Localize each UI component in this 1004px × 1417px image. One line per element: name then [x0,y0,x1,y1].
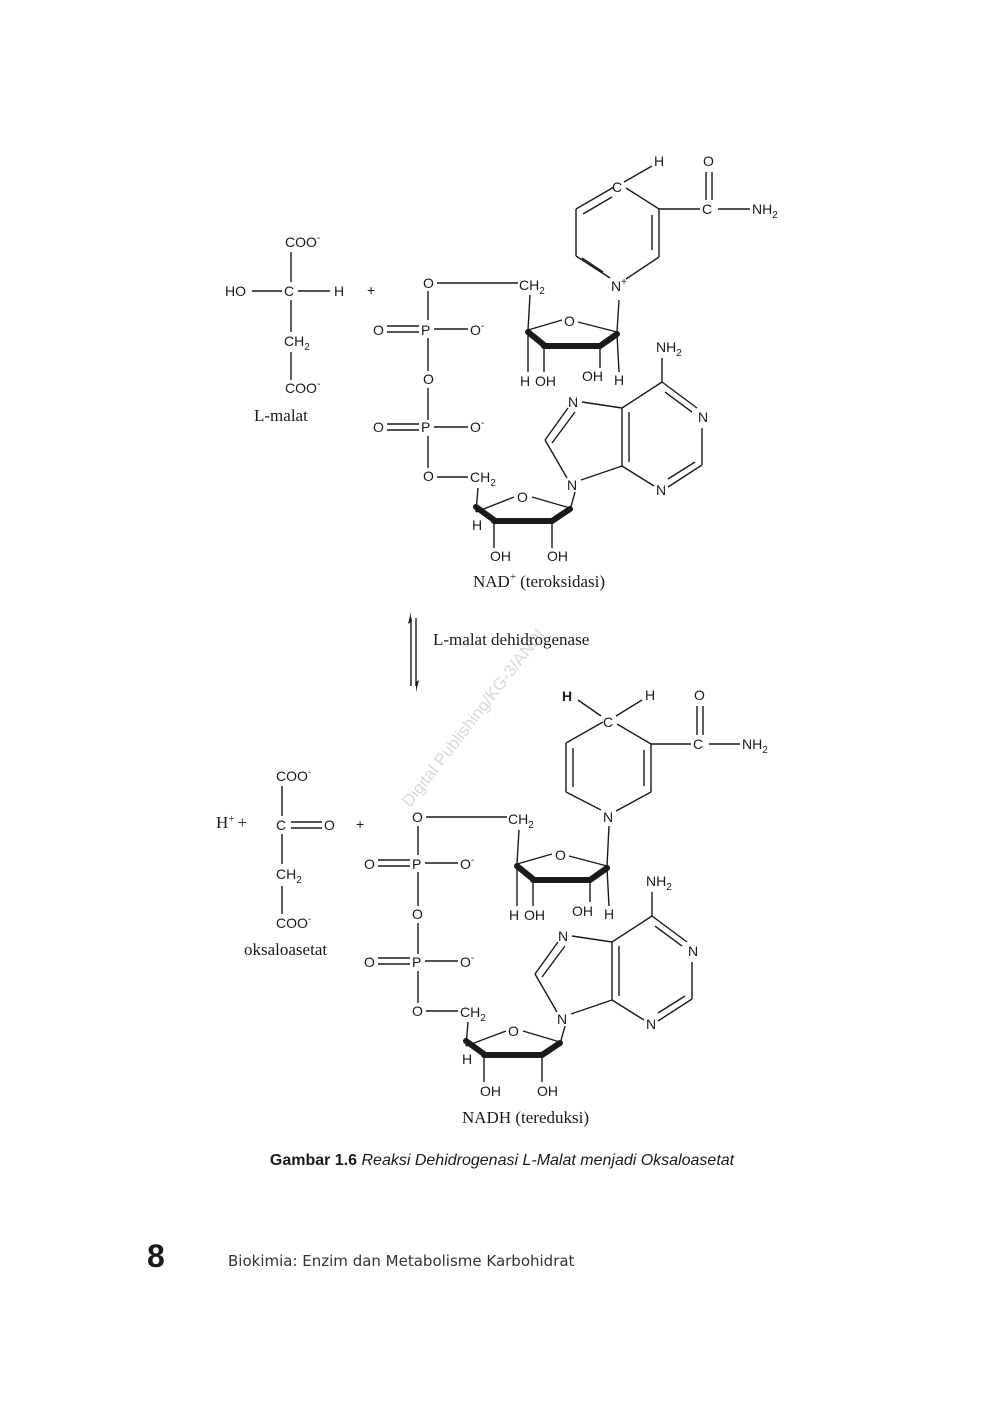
hydrogen-label: H [604,906,614,922]
o-atom: O [364,856,375,872]
hydrogen-label: H [654,153,664,169]
adenine-nitrogen: N [698,409,708,425]
o-atom: O [373,419,384,435]
equilibrium-arrows [408,612,419,692]
ring-oxygen: O [555,847,566,863]
o-minus-atom: O- [460,953,474,970]
alpha-carbon-label: C [284,283,294,299]
dihydropyridine-nitrogen: N [603,809,613,825]
hydrogen-label: H [334,283,344,299]
glycosidic-nitrogen: N [567,477,577,493]
coo-bottom-label: COO- [276,914,311,931]
imidazole-nitrogen: N [568,394,578,410]
adenine-nitrogen: N [646,1016,656,1032]
amide-nh2: NH2 [742,736,768,756]
phosphorus-atom: P [412,856,421,872]
oxaloacetate-structure: H++ COO- C O CH2 COO- oksaloasetat [216,767,335,959]
ring-oxygen: O [508,1023,519,1039]
hydroxyl-label: OH [582,368,603,384]
ch2-label: CH2 [276,866,302,886]
ch2-label: CH2 [508,811,534,831]
plus-sign-top: + [367,282,375,298]
adenine-nh2: NH2 [646,873,672,893]
oxaloacetate-name: oksaloasetat [244,940,327,959]
l-malate-structure: COO- HO C H CH2 COO- L-malat [225,233,344,425]
l-malate-name: L-malat [254,406,308,425]
ch2-label: CH2 [460,1004,486,1024]
o-atom: O [423,371,434,387]
ch2-label: CH2 [284,333,310,353]
hydrogen-label: H [562,688,572,704]
proton-label: H++ [216,813,247,832]
o-minus-atom: O- [470,321,484,338]
phosphorus-atom: P [412,954,421,970]
amide-oxygen: O [703,153,714,169]
adenine-nitrogen: N [688,943,698,959]
adenine-nh2: NH2 [656,339,682,359]
hydrogen-label: H [645,687,655,703]
phosphorus-atom: P [421,419,430,435]
hydrogen-label: H [520,373,530,389]
coo-top-label: COO- [285,233,320,250]
hydrogen-label: H [462,1051,472,1067]
plus-sign-bottom: + [356,816,364,832]
ch2-label: CH2 [519,277,545,297]
caption-text: Reaksi Dehidrogenasi L-Malat menjadi Oks… [361,1152,735,1169]
o-atom: O [412,906,423,922]
o-minus-atom: O- [470,418,484,435]
page-number: 8 [147,1238,165,1274]
coo-top-label: COO- [276,767,311,784]
ho-label: HO [225,283,246,299]
pyridinium-nitrogen: N+ [611,277,627,294]
amide-carbon: C [702,201,712,217]
imidazole-nitrogen: N [558,928,568,944]
o-atom: O [364,954,375,970]
o-atom: O [412,809,423,825]
o-atom: O [423,468,434,484]
hydroxyl-label: OH [524,907,545,923]
o-atom: O [412,1003,423,1019]
o-minus-atom: O- [460,855,474,872]
enzyme-label: L-malat dehidrogenase [433,630,589,649]
adenine-nitrogen: N [656,482,666,498]
carbonyl-oxygen-label: O [324,817,335,833]
hydroxyl-label: OH [547,548,568,564]
ring-oxygen: O [517,489,528,505]
phosphorus-atom: P [421,322,430,338]
ring-carbon: C [603,714,613,730]
o-atom: O [373,322,384,338]
ring-carbon: C [612,179,622,195]
ch2-label: CH2 [470,469,496,489]
glycosidic-nitrogen: N [557,1011,567,1027]
running-title: Biokimia: Enzim dan Metabolisme Karbohid… [228,1252,575,1270]
hydroxyl-label: OH [572,903,593,919]
ring-oxygen: O [564,313,575,329]
hydrogen-label: H [614,372,624,388]
amide-oxygen: O [694,687,705,703]
hydrogen-label: H [509,907,519,923]
hydroxyl-label: OH [537,1083,558,1099]
nadh-structure: O CH2 O P O- O O P O- O CH2 O H [364,687,768,1127]
amide-nh2: NH2 [752,201,778,221]
coo-bottom-label: COO- [285,379,320,396]
o-atom: O [423,275,434,291]
hydrogen-label: H [472,517,482,533]
hydroxyl-label: OH [490,548,511,564]
watermark: Digital Publishing/KG-3/ANDI [398,625,549,810]
hydroxyl-label: OH [535,373,556,389]
nad-plus-name: NAD+(teroksidasi) [473,571,605,591]
hydroxyl-label: OH [480,1083,501,1099]
nadh-name: NADH (tereduksi) [462,1108,589,1127]
nad-plus-structure: O CH2 O P O- O O P O- O CH2 O H [373,153,778,591]
caption-label: Gambar 1.6 [269,1152,358,1169]
amide-carbon: C [693,736,703,752]
figure-caption: Gambar 1.6 Reaksi Dehidrogenasi L-Malat … [0,1152,1004,1170]
carbonyl-carbon-label: C [276,817,286,833]
